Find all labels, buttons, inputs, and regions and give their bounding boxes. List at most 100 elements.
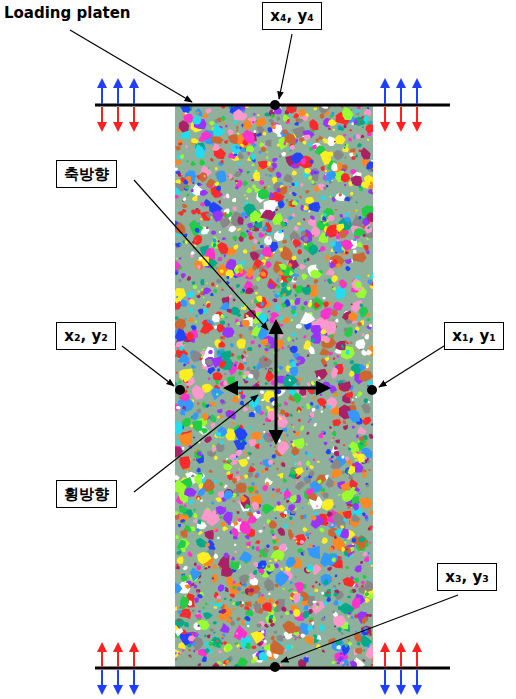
particle — [366, 250, 370, 254]
particle — [276, 468, 278, 471]
particle — [219, 610, 223, 613]
particle — [331, 287, 335, 292]
particle — [223, 485, 225, 487]
particle — [176, 372, 178, 374]
particle — [217, 281, 219, 283]
particle — [335, 287, 346, 300]
particle — [267, 411, 280, 421]
particle — [228, 129, 234, 136]
particle — [333, 129, 335, 131]
particle — [204, 199, 212, 207]
particle — [281, 303, 287, 309]
particle — [177, 353, 181, 356]
particle — [236, 284, 240, 288]
particle — [256, 511, 260, 514]
particle — [272, 535, 276, 540]
particle — [337, 628, 341, 633]
particle — [356, 134, 361, 139]
particle — [242, 375, 246, 379]
particle — [203, 349, 206, 351]
particle — [279, 324, 283, 327]
particle — [293, 277, 297, 281]
particle — [281, 282, 287, 288]
particle — [246, 187, 253, 193]
particle — [319, 624, 325, 631]
particle — [269, 520, 277, 529]
particle — [279, 417, 282, 421]
particle — [367, 275, 370, 278]
particle — [293, 430, 296, 433]
particle — [327, 522, 329, 524]
particle — [371, 168, 373, 171]
particle — [303, 205, 308, 211]
particle — [179, 506, 188, 512]
particle — [224, 511, 233, 523]
particle — [355, 281, 363, 288]
particle — [260, 390, 265, 394]
particle — [274, 446, 276, 448]
particle — [321, 617, 325, 622]
particle — [319, 527, 324, 532]
particle — [181, 394, 190, 402]
particle — [297, 222, 301, 225]
particle — [292, 438, 304, 449]
particle — [332, 661, 337, 665]
particle — [328, 128, 331, 131]
particle — [246, 314, 249, 317]
particle — [333, 600, 338, 606]
particle — [182, 241, 184, 244]
particle — [293, 469, 296, 472]
particle — [272, 488, 274, 491]
particle — [359, 364, 366, 371]
particle — [272, 539, 277, 544]
particle — [364, 580, 373, 592]
particle — [197, 402, 199, 405]
particle — [333, 587, 336, 590]
particle — [267, 587, 270, 589]
particle — [331, 456, 334, 459]
particle — [292, 426, 294, 428]
particle — [257, 381, 259, 383]
particle — [366, 367, 369, 370]
particle — [255, 540, 260, 544]
particle — [307, 258, 310, 262]
particle — [312, 408, 316, 412]
particle — [301, 306, 306, 311]
particle — [338, 494, 340, 497]
particle — [222, 637, 224, 639]
particle — [290, 319, 293, 322]
particle — [267, 161, 271, 166]
particle — [260, 268, 268, 279]
particle — [239, 468, 241, 470]
particle — [200, 279, 204, 285]
particle — [312, 601, 325, 615]
particle — [298, 410, 301, 413]
particle — [353, 119, 357, 124]
particle — [250, 251, 260, 261]
particle — [263, 524, 265, 526]
particle — [219, 644, 222, 647]
particle — [292, 192, 297, 197]
particle — [214, 326, 217, 330]
particle — [251, 179, 254, 181]
particle — [175, 195, 179, 199]
particle — [336, 234, 340, 240]
particle — [328, 152, 334, 157]
particle — [265, 467, 269, 471]
particle — [236, 129, 238, 131]
particle — [175, 272, 178, 275]
particle — [176, 551, 182, 555]
particle — [281, 606, 286, 612]
particle — [225, 259, 236, 270]
particle — [264, 624, 268, 627]
particle — [302, 551, 305, 553]
particle — [224, 140, 228, 144]
particle — [348, 612, 352, 615]
particle — [277, 441, 289, 455]
particle — [216, 443, 225, 452]
particle — [192, 241, 194, 243]
particle — [206, 108, 213, 113]
particle — [176, 247, 178, 249]
particle — [175, 606, 177, 611]
particle — [358, 441, 360, 443]
